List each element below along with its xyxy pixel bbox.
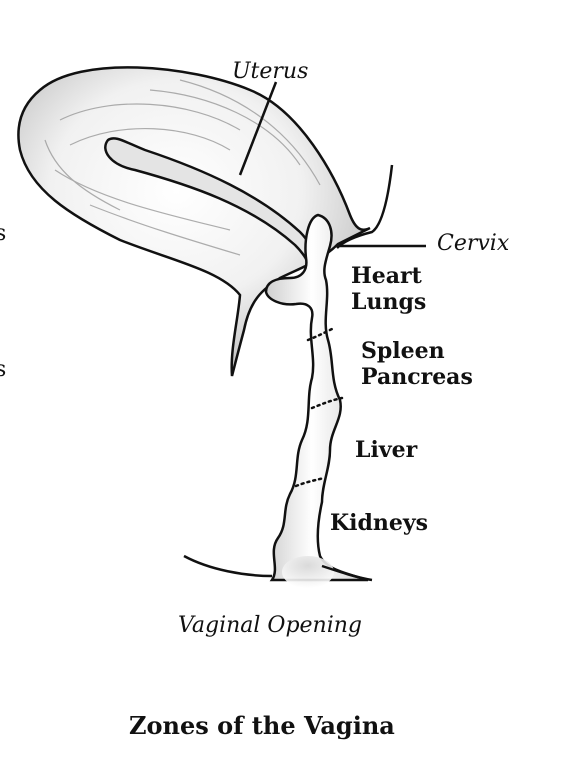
edge-fragment-2: s [0,357,6,382]
label-kidneys: Kidneys [330,510,428,536]
figure-caption: Zones of the Vagina [129,711,395,740]
label-lungs: Lungs [351,289,426,315]
label-pancreas: Pancreas [361,364,473,390]
perineum-line [183,554,273,578]
opening-shade [282,556,334,588]
uterus-leader-line [238,81,278,176]
label-heart: Heart [351,263,423,289]
zone-dividers [294,326,344,488]
label-vaginal-opening: Vaginal Opening [178,613,362,638]
uterus-texture [44,79,321,256]
vaginal-canal [264,213,369,582]
label-uterus: Uterus [232,59,308,84]
label-liver: Liver [355,437,418,463]
label-spleen: Spleen [361,338,445,364]
label-cervix: Cervix [437,231,510,256]
cervix-outline [336,164,394,249]
edge-fragment-1: s [0,221,6,246]
perineum-line-right [321,564,373,582]
